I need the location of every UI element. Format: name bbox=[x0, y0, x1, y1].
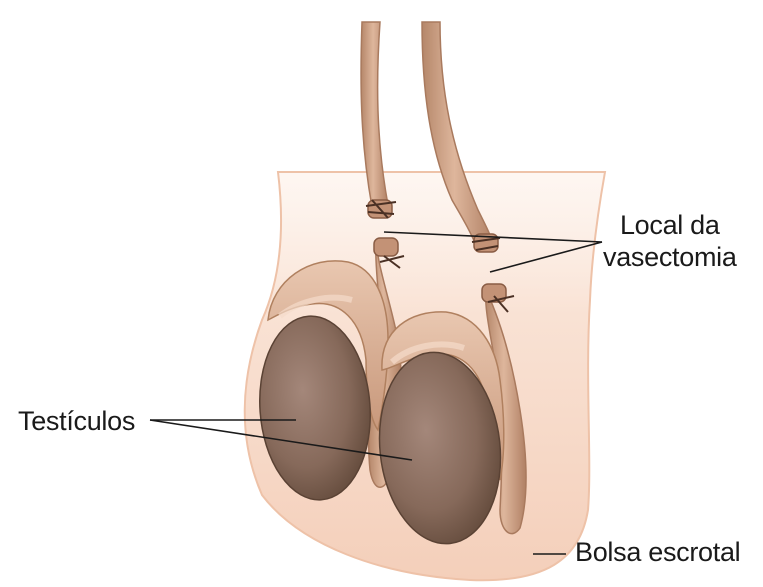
vasectomy-site-label: Local da vasectomia bbox=[603, 209, 737, 273]
vasectomy-site-label-line2: vasectomia bbox=[603, 241, 737, 273]
scrotum-label: Bolsa escrotal bbox=[575, 536, 740, 568]
left-upper-ligature bbox=[366, 200, 396, 218]
vasectomy-site-label-line1: Local da bbox=[603, 209, 737, 241]
testicles-label: Testículos bbox=[18, 405, 135, 437]
